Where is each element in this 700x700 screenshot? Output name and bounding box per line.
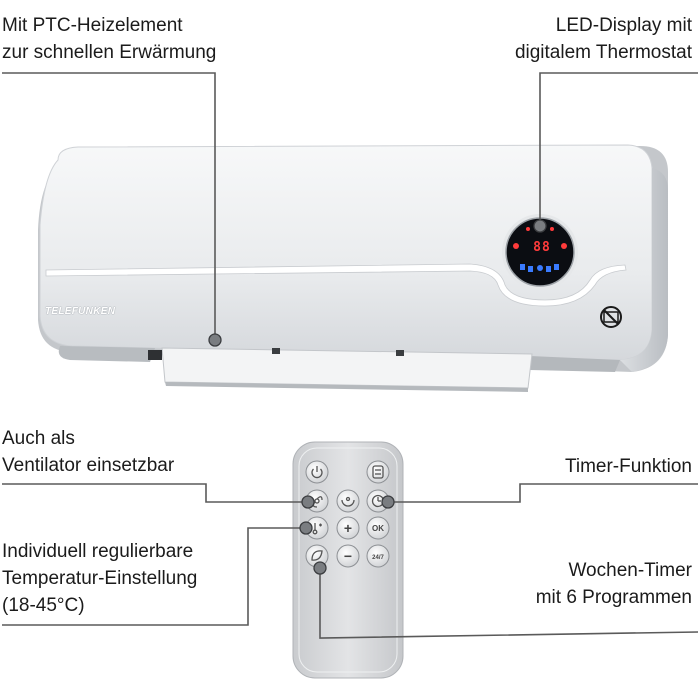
fan-leader-line <box>2 483 306 503</box>
led-callout-line1: LED-Display mit <box>555 15 692 36</box>
temp-callout: Individuell regulierbare Temperatur-Eins… <box>2 538 197 619</box>
brand-logo: TELEFUNKEN <box>45 306 116 317</box>
thermometer-icon <box>312 523 322 535</box>
weekly-callout: Wochen-Timer mit 6 Programmen <box>536 557 692 611</box>
weekly-callout-line1: Wochen-Timer <box>568 560 692 581</box>
timer-leader-line <box>390 483 698 503</box>
ptc-leader-line <box>2 72 216 340</box>
oscillation-button[interactable] <box>336 489 360 513</box>
display-icon <box>372 465 384 479</box>
ok-button-label: OK <box>372 524 384 533</box>
oscillation-icon <box>341 496 355 507</box>
ptc-callout-line1: Mit PTC-Heizelement <box>2 15 183 36</box>
temp-callout-line1: Individuell regulierbare <box>2 541 194 562</box>
temp-callout-line3: (18-45°C) <box>2 595 85 616</box>
power-button[interactable] <box>305 460 329 484</box>
led-callout: LED-Display mit digitalem Thermostat <box>515 12 692 66</box>
power-icon <box>311 466 323 479</box>
plus-button[interactable]: + <box>336 516 360 540</box>
plus-button-label: + <box>344 520 352 536</box>
display-digits: 88 <box>533 240 551 255</box>
fan-callout-line1: Auch als <box>2 428 75 449</box>
callout-lines <box>2 72 699 639</box>
fan-callout-line2: Ventilator einsetzbar <box>2 455 175 476</box>
ok-button[interactable]: OK <box>366 516 390 540</box>
temp-callout-line2: Temperatur-Einstellung <box>2 568 198 589</box>
led-leader-line <box>539 72 698 226</box>
ptc-callout: Mit PTC-Heizelement zur schnellen Erwärm… <box>2 12 216 66</box>
do-not-cover-icon <box>600 306 622 328</box>
weekly-leader-line <box>319 568 699 639</box>
temp-leader-line <box>2 527 306 626</box>
week-timer-button-label: 24/7 <box>372 555 384 561</box>
ptc-callout-line2: zur schnellen Erwärmung <box>2 42 217 63</box>
minus-button-label: − <box>344 548 352 564</box>
week-timer-button[interactable]: 24/7 <box>366 544 390 568</box>
timer-callout: Timer-Funktion <box>565 453 692 480</box>
eco-icon <box>311 550 323 561</box>
wall-heater <box>38 144 668 392</box>
led-callout-line2: digitalem Thermostat <box>514 42 692 63</box>
timer-callout-line1: Timer-Funktion <box>564 456 692 477</box>
minus-button[interactable]: − <box>336 544 360 568</box>
weekly-callout-line2: mit 6 Programmen <box>535 587 692 608</box>
fan-callout: Auch als Ventilator einsetzbar <box>2 425 174 479</box>
callout-dots <box>208 219 547 575</box>
display-button[interactable] <box>366 460 390 484</box>
